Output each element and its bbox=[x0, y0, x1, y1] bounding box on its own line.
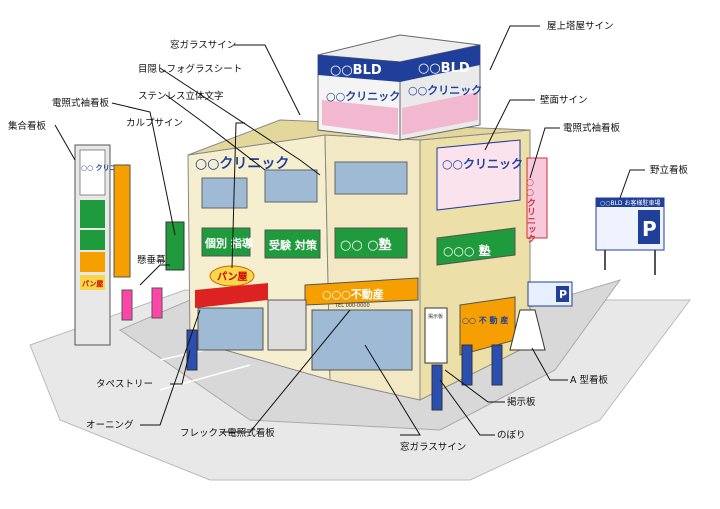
notice-board bbox=[424, 307, 448, 364]
label-window-glass-top: 窓ガラスサイン bbox=[170, 39, 236, 51]
tapestry-flag bbox=[121, 289, 133, 321]
right-projecting-text: ○○クリニック bbox=[525, 178, 536, 243]
pillar-clinic-text: ○○ クリニック bbox=[81, 163, 131, 172]
label-field-sign: 野立看板 bbox=[650, 164, 689, 176]
nobori-flag bbox=[461, 344, 473, 386]
label-notice-board: 掲示板 bbox=[507, 396, 536, 408]
label-cup-sign: カルプサイン bbox=[126, 118, 183, 129]
label-lit-projecting-left: 電照式袖看板 bbox=[52, 97, 110, 109]
realestate-tel: TEL 000-0000 bbox=[334, 303, 370, 309]
rooftop-bld-text-right: ○○BLD bbox=[418, 61, 470, 76]
label-stainless-letters: ステンレス立体文字 bbox=[138, 90, 224, 102]
label-nobori: のぼり bbox=[497, 430, 526, 441]
label-banner-hanging: 懸垂幕 bbox=[137, 254, 166, 266]
side-juku-text: ○○○ 塾 bbox=[443, 243, 491, 258]
wall-sign-text: ○○クリニック bbox=[442, 157, 523, 171]
window-sign-2-text: 受験 対策 bbox=[269, 238, 318, 252]
nobori-flag bbox=[491, 344, 503, 386]
window-sign-1 bbox=[201, 227, 251, 257]
window bbox=[264, 169, 318, 203]
realestate-text: ○○○不動産 bbox=[322, 287, 384, 301]
tapestry-flag bbox=[151, 287, 163, 319]
bakery-oval-text: パン屋 bbox=[217, 271, 248, 283]
side-juku-sign bbox=[436, 227, 516, 266]
label-wall-sign: 壁面サイン bbox=[540, 94, 588, 106]
label-tapestry: タペストリー bbox=[96, 379, 153, 390]
window bbox=[334, 161, 408, 195]
rooftop-bld-band-right bbox=[400, 45, 480, 82]
rooftop-clinic-text: ○○クリニック bbox=[326, 90, 400, 103]
field-sign-p: P bbox=[642, 217, 657, 241]
stairs bbox=[267, 299, 307, 351]
label-rooftop-sign: 屋上塔屋サイン bbox=[547, 20, 614, 32]
rooftop-pink-left bbox=[322, 100, 398, 135]
pillar-bakery-text: パン屋 bbox=[82, 279, 103, 288]
hanging-banner bbox=[113, 164, 131, 278]
side-window-text: ○○ 不 動 産 bbox=[462, 315, 508, 325]
field-sign-title: ○○BLD お客様駐車場 bbox=[600, 199, 660, 207]
label-a-board: A 型看板 bbox=[570, 374, 609, 386]
right-projecting-sign bbox=[526, 157, 548, 239]
window-sign-3 bbox=[334, 227, 408, 259]
a-board bbox=[509, 309, 546, 351]
window-sign-2 bbox=[264, 229, 321, 259]
rooftop-bld-band-left bbox=[318, 55, 400, 82]
nobori-flag bbox=[186, 329, 198, 371]
window-sign-1-text: 個別 指導 bbox=[204, 236, 253, 250]
window bbox=[201, 177, 248, 209]
rooftop-pink-right bbox=[402, 92, 478, 135]
label-awning: オーニング bbox=[86, 419, 134, 431]
wall-sign bbox=[436, 139, 521, 211]
stainless-letters-text: ○○クリニック bbox=[195, 156, 289, 172]
flex-lit-sign bbox=[304, 277, 419, 306]
notice-board-text: 掲示板 bbox=[428, 313, 443, 320]
awning bbox=[195, 283, 268, 308]
label-privacy-film: 目隠しフォグラスシート bbox=[138, 63, 242, 75]
label-collective-sign: 集合看板 bbox=[8, 120, 47, 132]
label-flex-lit-sign: フレックス電照式看板 bbox=[180, 427, 275, 439]
left-projecting-sign bbox=[165, 221, 185, 271]
parking-small-p: P bbox=[559, 288, 567, 301]
label-lit-projecting-right: 電照式袖看板 bbox=[563, 122, 621, 134]
rooftop-bld-text-left: ○○BLD bbox=[330, 63, 382, 78]
bakery-window bbox=[197, 307, 264, 351]
window-sign-3-text: ○○ ○塾 bbox=[340, 237, 392, 253]
realestate-window bbox=[311, 309, 413, 371]
label-window-glass-bottom: 窓ガラスサイン bbox=[400, 441, 466, 453]
nobori-flag bbox=[431, 364, 443, 411]
rooftop-clinic-text-right: ○○クリニック bbox=[408, 84, 482, 97]
